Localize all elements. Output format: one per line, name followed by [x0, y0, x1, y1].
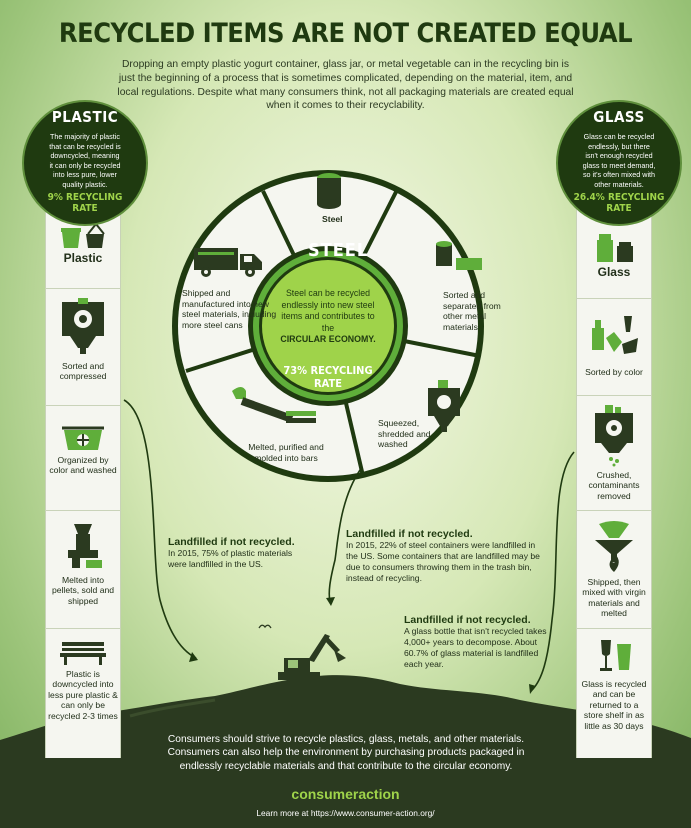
- glass-landfill-body: A glass bottle that isn't recycled takes…: [404, 626, 547, 669]
- plastic-summary: The majority of plastic that can be recy…: [49, 132, 121, 189]
- glass-landfill-note: Landfilled if not recycled. A glass bott…: [404, 614, 554, 670]
- wash-bin-icon: [62, 426, 104, 450]
- page-title: RECYCLED ITEMS ARE NOT CREATED EQUAL: [58, 18, 633, 49]
- glass-jars-icon: [597, 234, 633, 262]
- sorted-cans-icon: [436, 241, 482, 270]
- intro-text: Dropping an empty plastic yogurt contain…: [117, 59, 574, 112]
- pellet-machine-icon: [68, 524, 102, 568]
- plastic-step-4: Plastic is downcycled into less pure pla…: [45, 638, 121, 721]
- plastic-landfill-note: Landfilled if not recycled. In 2015, 75%…: [168, 536, 308, 570]
- footer-message: Consumers should strive to recycle plast…: [167, 734, 525, 772]
- glass-step-label: Shipped, then mixed with virgin material…: [582, 576, 646, 619]
- glass-rate: 26.4% RECYCLING RATE: [573, 192, 665, 214]
- glass-landfill-heading: Landfilled if not recycled.: [404, 614, 531, 626]
- plastic-column: Plastic Sorted and compressed Organized …: [45, 180, 121, 758]
- glass-step-label: Crushed, contaminants removed: [588, 469, 640, 501]
- furnace-icon: [595, 521, 633, 572]
- steel-step-0: Steel: [322, 214, 343, 224]
- steel-center-emphasis: CIRCULAR ECONOMY.: [280, 334, 376, 344]
- glass-step-label: Sorted by color: [585, 366, 643, 377]
- steel-rate: 73% RECYCLING RATE: [283, 364, 373, 390]
- steel-landfill-heading: Landfilled if not recycled.: [346, 528, 473, 540]
- plastic-step-0: Plastic: [45, 220, 121, 263]
- excavator-icon: [278, 634, 346, 680]
- glass-step-4: Glass is recycled and can be returned to…: [576, 636, 652, 731]
- wine-glass-icon: [600, 640, 631, 671]
- bench-icon: [60, 642, 106, 665]
- shredder-icon: [428, 380, 460, 432]
- plastic-step-3: Melted into pellets, sold and shipped: [45, 520, 121, 606]
- learn-more-link[interactable]: Learn more at https://www.consumer-actio…: [256, 808, 435, 818]
- glass-column: Glass Sorted by color Crushed, contamina…: [576, 180, 652, 758]
- steel-step-4: Shipped and manufactured into new steel …: [182, 288, 277, 330]
- steel-center-text: Steel can be recycled endlessly into new…: [280, 288, 376, 346]
- plastic-step-label: Plastic: [63, 250, 103, 265]
- plastic-step-1: Sorted and compressed: [45, 298, 121, 382]
- glass-step-3: Shipped, then mixed with virgin material…: [576, 518, 652, 619]
- glass-step-2: Crushed, contaminants removed: [576, 405, 652, 501]
- plastic-step-label: Plastic is downcycled into less pure pla…: [48, 668, 118, 721]
- plastic-landfill-body: In 2015, 75% of plastic materials were l…: [168, 548, 293, 569]
- plastic-step-label: Organized by color and washed: [49, 454, 117, 476]
- plastic-step-label: Melted into pellets, sold and shipped: [51, 574, 115, 606]
- plastic-heading: PLASTIC: [51, 108, 119, 126]
- truck-icon: [194, 248, 262, 277]
- plastic-landfill-heading: Landfilled if not recycled.: [168, 536, 295, 548]
- steel-landfill-note: Landfilled if not recycled. In 2015, 22%…: [346, 528, 540, 584]
- steel-can-icon: [317, 173, 341, 209]
- steel-step-2: Squeezed, shredded and washed: [378, 418, 431, 449]
- brand-logo: consumeraction: [291, 786, 400, 802]
- plastic-rate: 9% RECYCLING RATE: [47, 192, 123, 214]
- glass-step-1: Sorted by color: [576, 308, 652, 377]
- glass-summary: Glass can be recycled endlessly, but the…: [582, 132, 656, 189]
- plastic-step-label: Sorted and compressed: [59, 360, 107, 382]
- bird-icon: [258, 624, 272, 629]
- glass-badge: GLASS Glass can be recycled endlessly, b…: [556, 100, 682, 226]
- steel-heading: STEEL: [308, 240, 369, 261]
- glass-step-label: Glass: [597, 264, 631, 279]
- plastic-badge: PLASTIC The majority of plastic that can…: [22, 100, 148, 226]
- steel-center-body: Steel can be recycled endlessly into new…: [281, 288, 375, 333]
- plastic-step-2: Organized by color and washed: [45, 416, 121, 476]
- steel-bars-icon: [232, 387, 316, 423]
- crusher-icon: [595, 405, 633, 467]
- steel-step-1: Sorted and separated from other metal ma…: [443, 290, 501, 332]
- gear-machine-icon: [62, 298, 104, 354]
- glass-heading: GLASS: [593, 108, 645, 126]
- steel-step-3: Melted, purified and molded into bars: [248, 442, 324, 463]
- steel-landfill-body: In 2015, 22% of steel containers were la…: [346, 540, 540, 583]
- broken-glass-icon: [592, 316, 638, 354]
- glass-step-label: Glass is recycled and can be returned to…: [581, 678, 647, 731]
- glass-step-0: Glass: [576, 230, 652, 277]
